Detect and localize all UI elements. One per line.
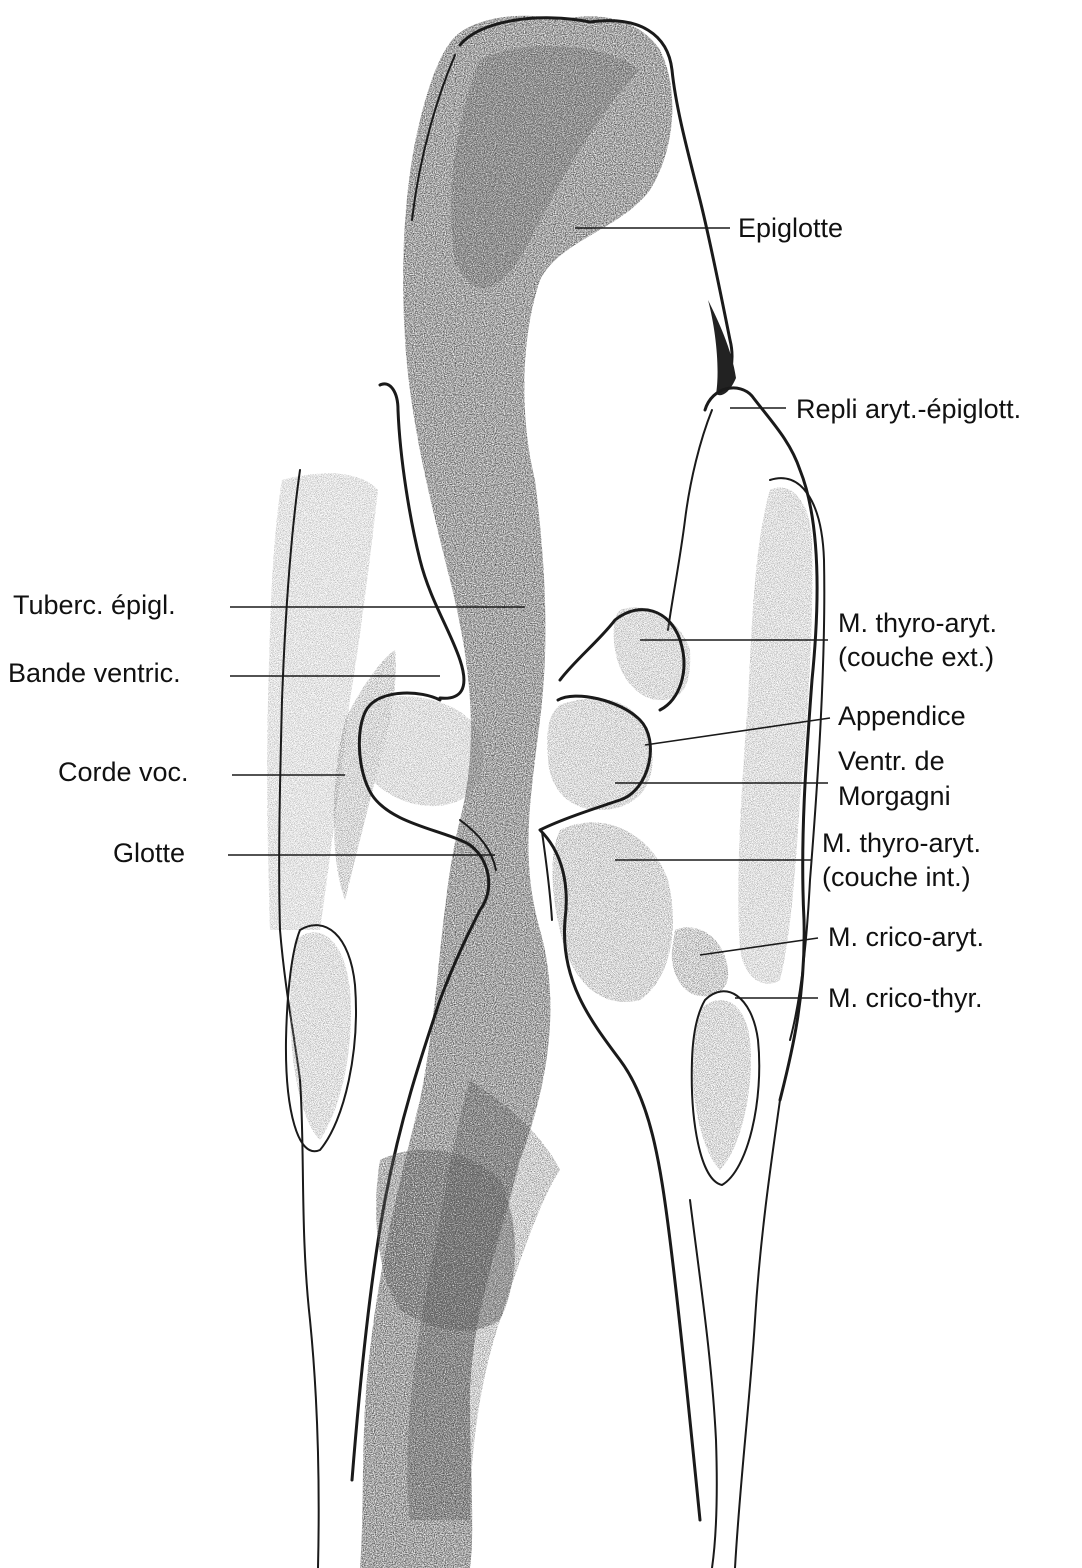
label-thyro-ext-line1: M. thyro-aryt.: [838, 608, 997, 638]
label-thyro-int-line1: M. thyro-aryt.: [822, 828, 981, 858]
label-tuberc: Tuberc. épigl.: [13, 590, 176, 620]
label-thyro-int-line2: (couche int.): [822, 862, 971, 892]
right-trachea-inner-wall: [690, 1200, 717, 1568]
label-repli: Repli aryt.-épiglott.: [796, 394, 1021, 424]
label-ventr-line1: Ventr. de: [838, 746, 945, 776]
label-ventr-line2: Morgagni: [838, 781, 951, 811]
right-aryepiglottic-fold-inner: [668, 410, 712, 630]
anatomy-drawing: [267, 16, 824, 1568]
label-thyro-ext-line2: (couche ext.): [838, 642, 994, 672]
label-appendice: Appendice: [838, 701, 966, 731]
label-glotte: Glotte: [113, 838, 185, 868]
right-ventricle-tissue: [547, 607, 690, 1002]
label-crico-thyr: M. crico-thyr.: [828, 983, 983, 1013]
lower-midline-shading: [376, 1150, 515, 1331]
right-outer-wall: [738, 487, 812, 983]
right-trachea-wall: [735, 1100, 780, 1568]
label-bande: Bande ventric.: [8, 658, 181, 688]
label-crico-aryt: M. crico-aryt.: [828, 922, 984, 952]
left-trachea-wall: [300, 1080, 319, 1568]
label-corde: Corde voc.: [58, 757, 189, 787]
label-epiglotte: Epiglotte: [738, 213, 843, 243]
